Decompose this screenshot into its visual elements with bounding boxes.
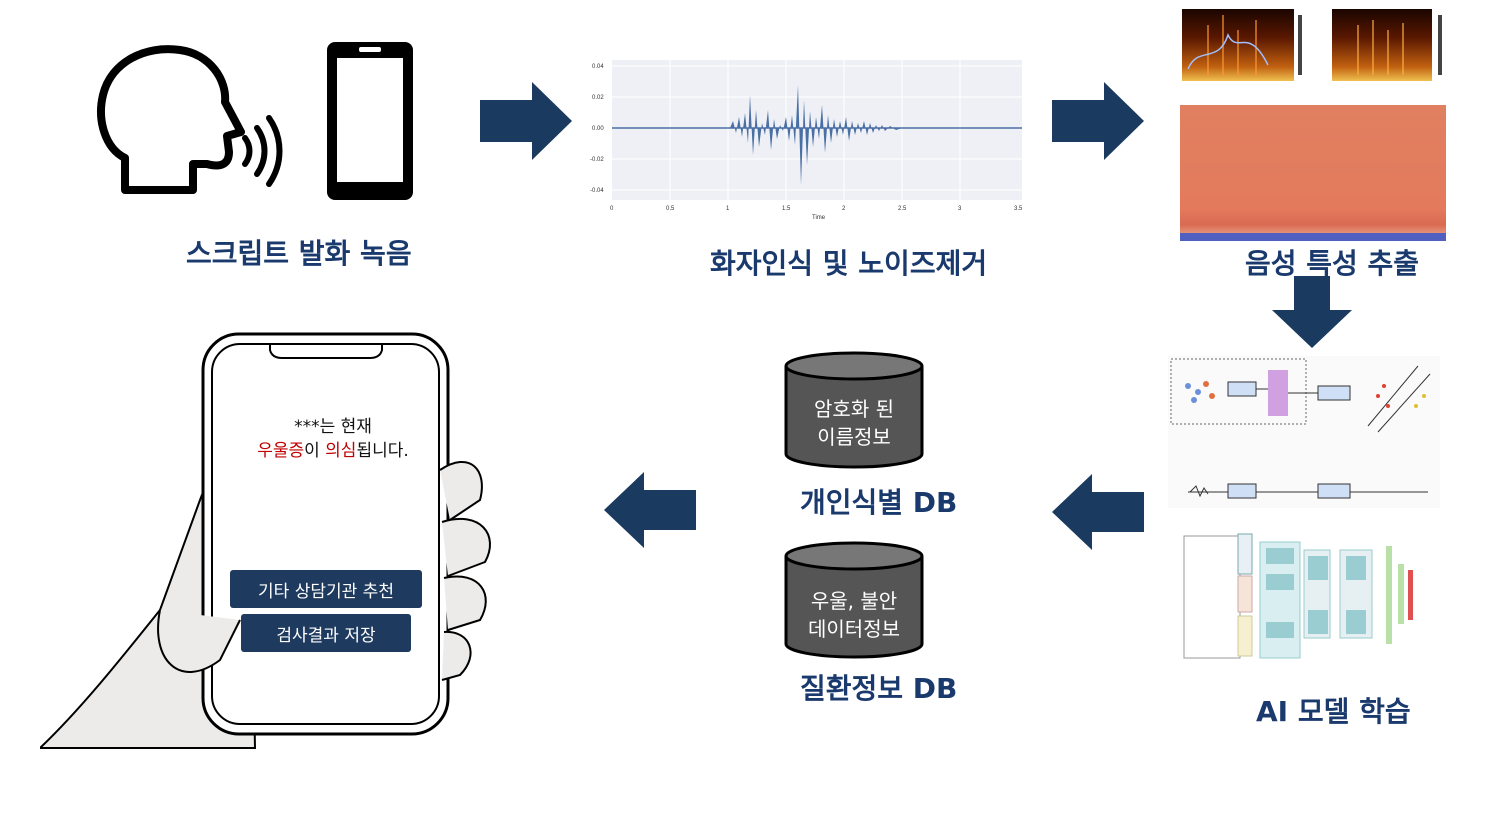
xtick: 3 <box>958 206 962 212</box>
caption-extract: 음성 특성 추출 <box>1245 247 1420 280</box>
caption-record: 스크립트 발화 녹음 <box>186 237 412 270</box>
xtick: 1.5 <box>782 206 791 212</box>
xtick: 1 <box>726 206 730 212</box>
xtick: 0.5 <box>666 206 675 212</box>
smartphone-icon <box>327 42 413 200</box>
waveform-plot: 0.04 0.02 0.00 -0.02 -0.04 0 0.5 1 1.5 2… <box>590 55 1030 225</box>
spectrogram-images <box>1180 9 1446 241</box>
db-disease-label: 질환정보 DB <box>800 672 958 705</box>
db-identity-line1: 암호화 된 <box>814 397 894 421</box>
xtick: 0 <box>610 206 614 212</box>
lstm-diagram <box>1183 533 1413 659</box>
database-identity-icon <box>784 351 924 469</box>
phone-result-message: ***는 현재 우울증이 의심됩니다. <box>238 415 428 463</box>
diagnosis-word: 우울증 <box>257 441 305 461</box>
save-result-button[interactable]: 검사결과 저장 <box>241 614 411 652</box>
db-disease-line2: 데이터정보 <box>808 617 900 641</box>
arrow-right-icon <box>1052 82 1144 160</box>
ytick: 0.02 <box>592 95 604 101</box>
caption-denoise: 화자인식 및 노이즈제거 <box>710 247 988 280</box>
db-identity-line2: 이름정보 <box>817 425 891 449</box>
xtick: 3.5 <box>1014 206 1023 212</box>
arrow-left-icon <box>604 472 696 548</box>
result-line2: 우울증이 의심됩니다. <box>238 439 428 463</box>
ytick: -0.04 <box>590 188 604 194</box>
xlabel: Time <box>812 215 826 221</box>
result-line1: ***는 현재 <box>294 417 372 437</box>
arrow-down-icon <box>1272 276 1352 348</box>
db-identity-label: 개인식별 DB <box>800 486 958 519</box>
svm-diagram <box>1168 356 1440 508</box>
db-disease-line1: 우울, 불안 <box>810 589 898 613</box>
speaking-head-icon <box>97 45 283 194</box>
arrow-right-icon <box>480 82 572 160</box>
hand-holding-phone-illustration <box>40 332 491 749</box>
suspicion-word: 의심 <box>325 441 357 461</box>
xtick: 2.5 <box>898 206 907 212</box>
ytick: 0.04 <box>592 64 604 70</box>
ytick: 0.00 <box>592 126 604 132</box>
database-disease-icon <box>784 541 924 659</box>
xtick: 2 <box>842 206 846 212</box>
ending-text: 됩니다. <box>356 441 409 461</box>
recommend-counseling-button[interactable]: 기타 상담기관 추천 <box>230 570 422 608</box>
caption-train: AI 모델 학습 <box>1256 695 1411 728</box>
arrow-left-icon <box>1052 474 1144 550</box>
ytick: -0.02 <box>590 157 604 163</box>
particle-text: 이 <box>304 441 326 461</box>
